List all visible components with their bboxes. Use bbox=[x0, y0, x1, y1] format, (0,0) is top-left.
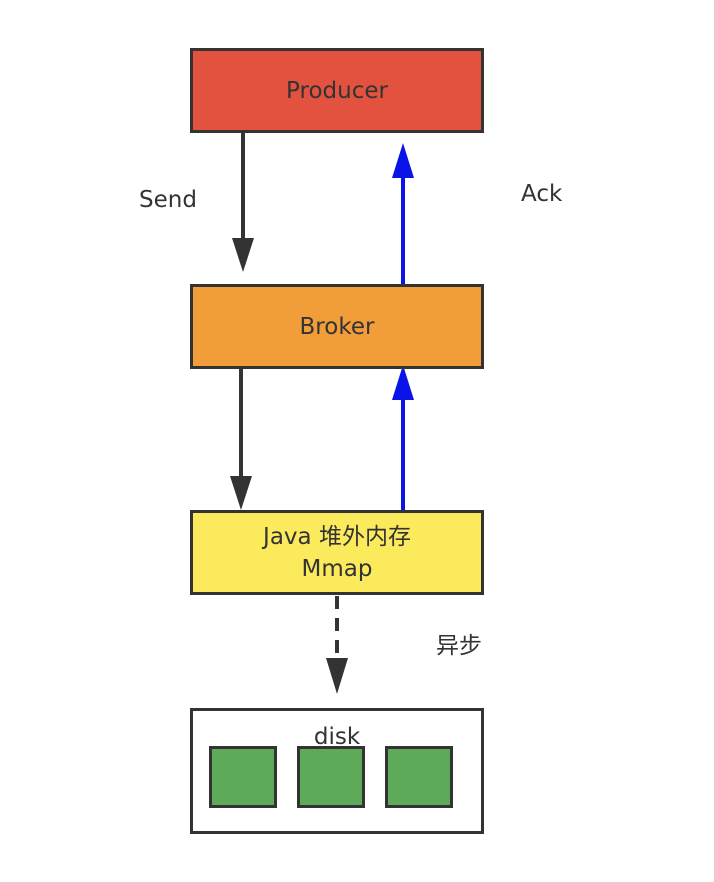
ack-label: Ack bbox=[521, 181, 563, 207]
async-arrow-memory-disk bbox=[326, 596, 348, 694]
offheap-memory-node: Java 堆外内存 Mmap bbox=[190, 510, 484, 595]
disk-label: disk bbox=[313, 724, 361, 750]
memory-label-line2: Mmap bbox=[301, 555, 373, 582]
broker-node: Broker bbox=[190, 284, 484, 369]
memory-label-line1: Java 堆外内存 bbox=[263, 523, 411, 550]
producer-node: Producer bbox=[190, 48, 484, 133]
ack-arrow-memory-broker bbox=[392, 365, 414, 510]
async-label: 异步 bbox=[436, 633, 482, 659]
send-label: Send bbox=[139, 187, 197, 213]
disk-node: disk bbox=[190, 708, 484, 834]
producer-label: Producer bbox=[286, 77, 388, 104]
disk-block bbox=[297, 746, 365, 808]
disk-block bbox=[209, 746, 277, 808]
disk-block bbox=[385, 746, 453, 808]
send-arrow-broker-memory bbox=[230, 369, 252, 510]
send-arrow-producer-broker bbox=[232, 133, 254, 272]
broker-label: Broker bbox=[299, 313, 375, 340]
ack-arrow-broker-producer bbox=[392, 143, 414, 284]
